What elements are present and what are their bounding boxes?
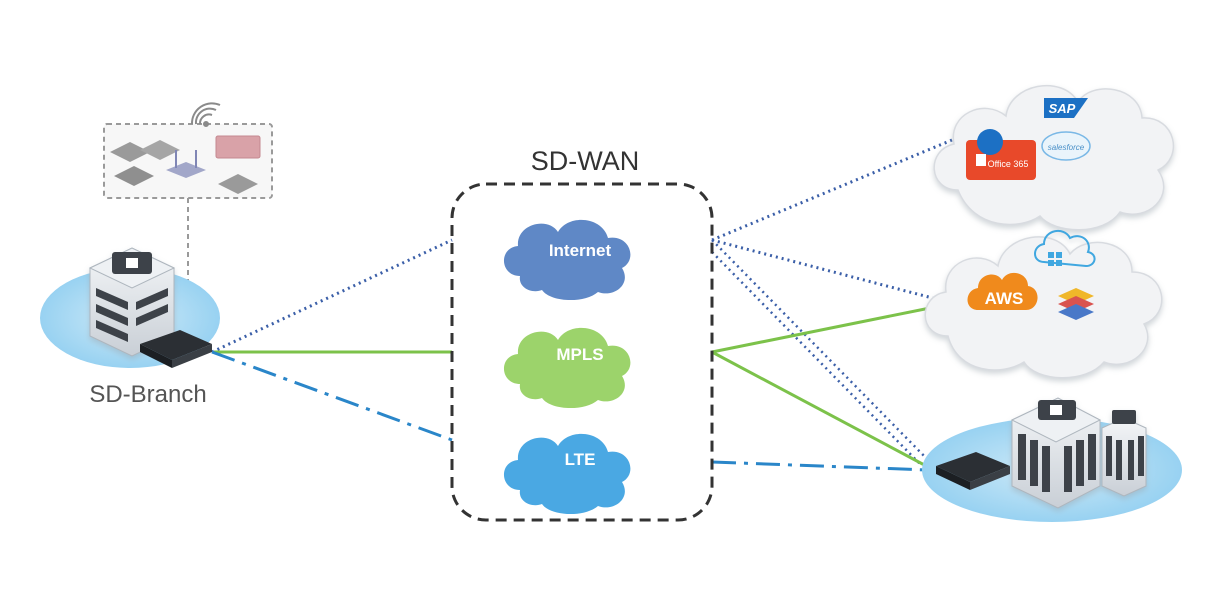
- device-tile-2: [140, 140, 180, 160]
- branch-label: SD-Branch: [89, 381, 206, 408]
- sap-label: SAP: [1049, 101, 1076, 116]
- aws-label: AWS: [985, 289, 1024, 308]
- azure-cloud-logo: [1034, 229, 1096, 268]
- office-365-label: Office 365: [988, 159, 1029, 169]
- lte-cloud: LTE: [503, 433, 631, 515]
- datacenter-icon: [1010, 397, 1147, 509]
- branch-router-icon: [140, 330, 212, 368]
- transport-label-lte: LTE: [565, 450, 596, 469]
- cloud-icon: [503, 219, 631, 301]
- branch-devices-box: [103, 102, 273, 338]
- wan-title: SD-WAN: [531, 146, 640, 176]
- connection-lines: [211, 138, 953, 472]
- salesforce-label: salesforce: [1048, 143, 1085, 152]
- saas-cloud: Office 365 SAP salesforce: [933, 85, 1175, 231]
- link-internet-iaas: [711, 238, 941, 302]
- device-tile-1: [110, 142, 150, 162]
- sap-logo: SAP: [1044, 98, 1088, 118]
- office-365-logo: Office 365: [966, 129, 1036, 180]
- transport-label-internet: Internet: [549, 241, 612, 260]
- link-branch-internet: [211, 238, 453, 354]
- wifi-icon: [190, 102, 221, 127]
- link-internet-saas: [711, 138, 953, 242]
- internet-cloud: Internet: [503, 219, 631, 301]
- router-icon: [166, 150, 206, 178]
- aws-logo: AWS: [967, 272, 1038, 310]
- printer-icon: [215, 135, 261, 159]
- salesforce-logo: salesforce: [1041, 131, 1091, 161]
- link-internet-dc-b: [711, 251, 923, 467]
- datacenter-router-icon: [936, 452, 1010, 490]
- device-tile-4: [218, 174, 258, 194]
- link-branch-lte: [211, 350, 453, 442]
- link-mpls-dc: [711, 350, 931, 470]
- mpls-cloud: MPLS: [503, 327, 631, 409]
- device-tile-3: [114, 166, 154, 186]
- building-icon: [88, 247, 176, 357]
- openstack-logo: [1058, 288, 1094, 320]
- datacenter-site: [922, 397, 1182, 522]
- transport-label-mpls: MPLS: [556, 345, 603, 364]
- link-lte-dc: [711, 460, 929, 472]
- iaas-cloud: AWS: [924, 229, 1163, 379]
- link-internet-dc-a: [711, 239, 931, 463]
- branch-site: SD-Branch: [40, 247, 220, 408]
- sd-wan-box: SD-WAN Internet MPLS LTE: [450, 146, 714, 522]
- link-mpls-iaas: [711, 306, 931, 354]
